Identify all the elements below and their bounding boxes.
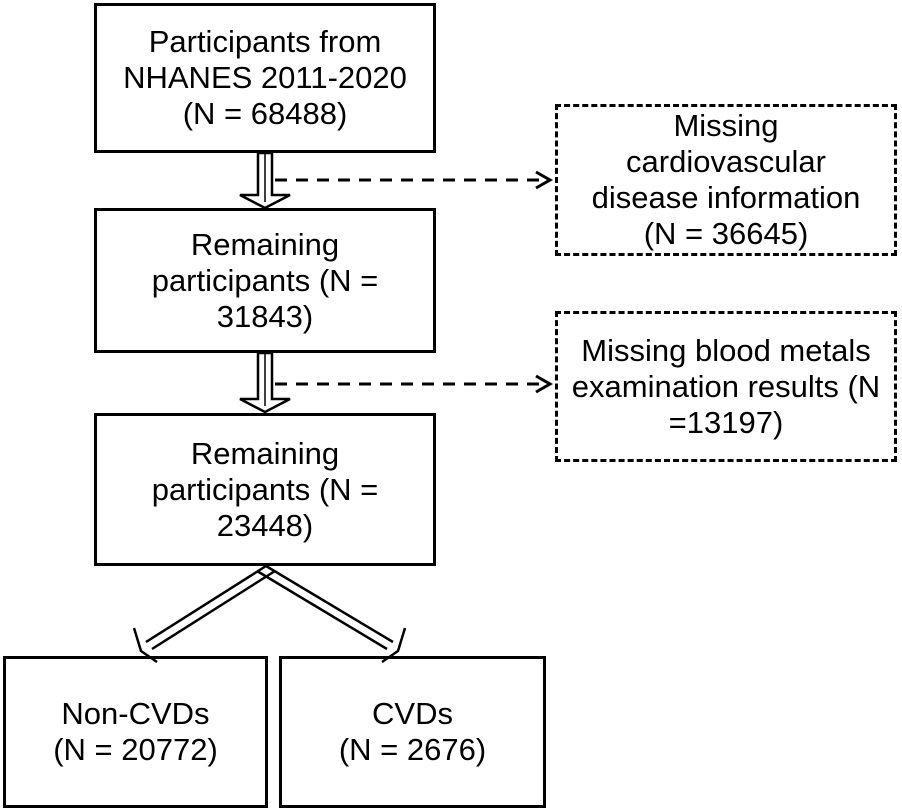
missing-cvd-line-3: disease information	[591, 180, 861, 215]
cvds-text: CVDs (N = 2676)	[339, 696, 486, 768]
missing-metals-line-2: examination results (N	[571, 368, 881, 404]
exclusion-arrow-1	[275, 170, 554, 190]
participants-line-3: (N = 68488)	[182, 96, 348, 131]
participants-box: Participants from NHANES 2011-2020 (N = …	[94, 3, 436, 153]
non-cvds-box: Non-CVDs (N = 20772)	[3, 656, 268, 808]
missing-metals-line-3: =13197)	[668, 404, 784, 440]
down-arrow-1	[239, 151, 291, 210]
missing-metals-text: Missing blood metals examination results…	[572, 333, 880, 441]
non-cvds-line-1: Non-CVDs	[61, 696, 210, 731]
down-arrow-2	[239, 351, 291, 414]
exclusion-arrow-2	[275, 374, 554, 394]
remaining-1-line-2: participants (N =	[151, 262, 379, 298]
remaining-2-line-3: 23448)	[216, 507, 314, 543]
branch-arrow-left	[132, 564, 276, 664]
branch-arrow-right	[256, 564, 407, 664]
cvds-box: CVDs (N = 2676)	[279, 656, 546, 808]
remaining-participants-box-1: Remaining participants (N = 31843)	[94, 208, 436, 353]
participants-line-1: Participants from	[148, 24, 382, 59]
missing-cvd-line-2: cardiovascular	[626, 144, 826, 179]
missing-cvd-info-box: Missing cardiovascular disease informati…	[555, 104, 897, 256]
non-cvds-text: Non-CVDs (N = 20772)	[53, 696, 218, 768]
remaining-participants-box-2: Remaining participants (N = 23448)	[94, 413, 436, 566]
missing-blood-metals-box: Missing blood metals examination results…	[555, 311, 897, 462]
cvds-line-2: (N = 2676)	[338, 732, 487, 767]
remaining-2-line-1: Remaining	[190, 435, 340, 471]
remaining-2-line-2: participants (N =	[151, 471, 379, 507]
remaining-1-line-1: Remaining	[190, 226, 340, 262]
participants-text: Participants from NHANES 2011-2020 (N = …	[123, 24, 407, 132]
participants-line-2: NHANES 2011-2020	[123, 60, 407, 95]
remaining-1-text: Remaining participants (N = 31843)	[152, 227, 379, 335]
cvds-line-1: CVDs	[372, 696, 453, 731]
missing-metals-line-1: Missing blood metals	[581, 332, 871, 368]
missing-cvd-line-1: Missing	[673, 108, 779, 143]
missing-cvd-line-4: (N = 36645)	[643, 216, 809, 251]
remaining-1-line-3: 31843)	[216, 298, 314, 334]
missing-cvd-text: Missing cardiovascular disease informati…	[592, 108, 861, 252]
remaining-2-text: Remaining participants (N = 23448)	[152, 436, 379, 544]
non-cvds-line-2: (N = 20772)	[53, 732, 218, 767]
